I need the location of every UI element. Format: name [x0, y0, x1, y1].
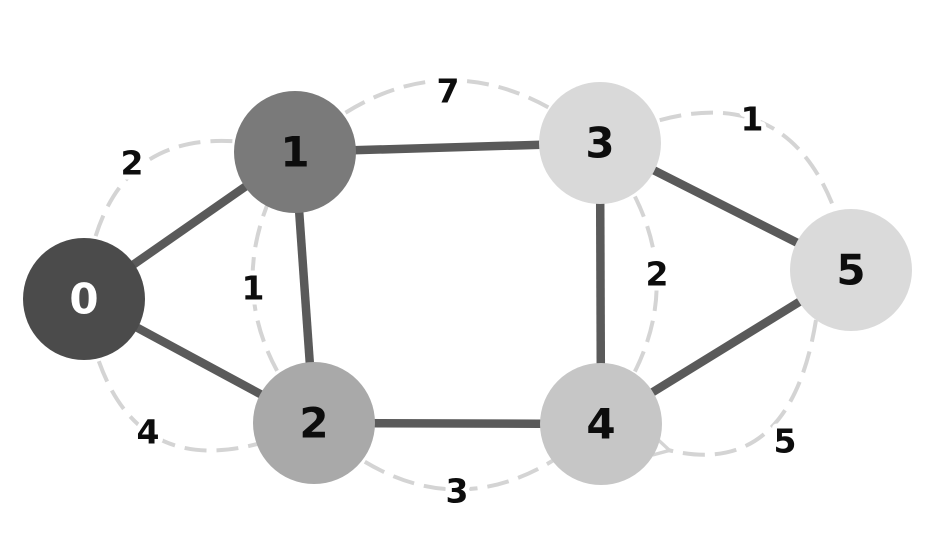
solid-edges-layer: [81, 138, 854, 429]
graph-node-2: [253, 362, 375, 484]
nodes-layer: 0 1 2 3 4 5: [23, 82, 912, 485]
node-label-2: 2: [299, 399, 328, 448]
node-label-5: 5: [836, 246, 865, 295]
weight-label-0-1: 2: [121, 144, 144, 183]
graph-node-4: [540, 363, 662, 485]
node-label-4: 4: [586, 400, 615, 449]
graph-node-3: [539, 82, 661, 204]
weight-label-5-4: 5: [774, 422, 797, 461]
node-label-1: 1: [280, 128, 309, 177]
weight-label-1-3: 7: [437, 72, 460, 111]
weight-arc-5-4: [668, 319, 818, 457]
weight-arcs-layer: [82, 78, 853, 492]
graph-node-0: [23, 238, 145, 360]
graph-node-1: [234, 91, 356, 213]
weight-label-2-4: 3: [446, 472, 469, 511]
weight-labels-layer: 2 7 1 4 3 2 1 5: [116, 67, 802, 516]
weight-label-2-1: 1: [242, 269, 265, 308]
weight-label-3-4: 2: [646, 255, 669, 294]
weight-label-0-2: 4: [137, 413, 160, 452]
node-label-3: 3: [585, 119, 614, 168]
node-label-0: 0: [69, 275, 98, 324]
weight-label-3-5: 1: [741, 100, 764, 139]
graph-node-5: [790, 209, 912, 331]
